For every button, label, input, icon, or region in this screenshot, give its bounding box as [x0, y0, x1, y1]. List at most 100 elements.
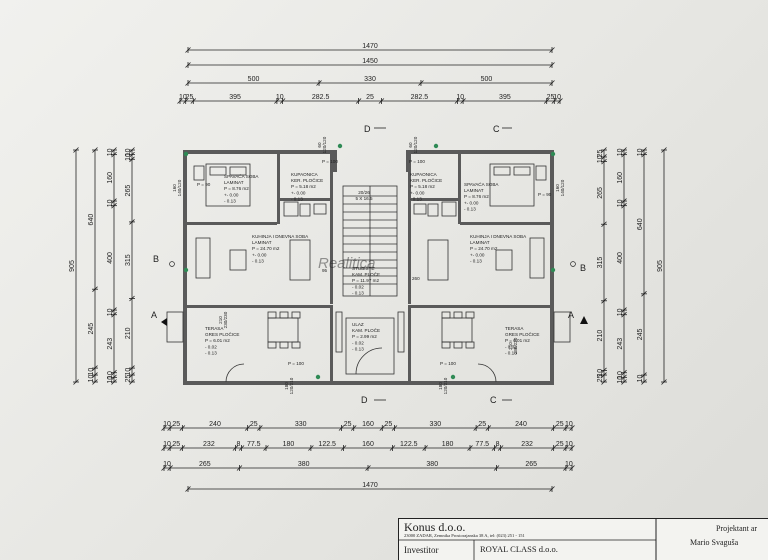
dining-table-left [267, 317, 299, 343]
right-dim-1-value: 265 [597, 187, 604, 199]
bottom-dim-1-value: 25 [478, 421, 486, 428]
terrace-right-ledge [553, 311, 571, 343]
room-bed-left-line: SPAVAĆA SOBA [224, 173, 259, 179]
entry-cabinet-left [335, 311, 343, 353]
bottom-dim-2-value: 25 [172, 441, 180, 448]
left-dim-2-value: 640 [88, 214, 95, 226]
toilet-right [427, 203, 439, 217]
plant-marker [550, 151, 556, 157]
opening-p-label: P = 100 [288, 361, 304, 366]
wall-entry-east [408, 305, 411, 385]
chair-right-top [453, 311, 463, 319]
room-bed-left-line: LAMINAT [224, 180, 244, 185]
left-dim-4-value: 10 [125, 148, 132, 156]
chair-left-top [279, 311, 289, 319]
chair-right-top [441, 311, 451, 319]
bottom-dim-1-value: 25 [344, 421, 352, 428]
door-swing-bottom-left [225, 363, 245, 383]
right-dim-1-value: 10 [597, 155, 604, 163]
room-stairs-line: P = 11.97 m2 [352, 278, 379, 283]
bottom-dim-2-value: 122.5 [318, 441, 336, 448]
left-dim-4-value: 265 [125, 185, 132, 197]
bed-left [205, 163, 251, 207]
company-name: Konus d.o.o. [404, 520, 466, 534]
room-kitchen-right-line: LAMINAT [470, 240, 490, 245]
section-a-left: A [151, 310, 157, 320]
investor-name: ROYAL CLASS d.o.o. [480, 544, 558, 554]
room-entry-line: - 0.02 [352, 340, 364, 345]
wall-bed-left-east [277, 154, 280, 224]
top-dim-4-value: 10 [553, 94, 561, 101]
wall-terrace-right-north [411, 305, 550, 308]
left-dim-3-value: 160 [107, 172, 114, 184]
left-dim-3-value: 10 [107, 148, 114, 156]
opening-bed-left: 160 [172, 184, 177, 192]
wall-bed-left-south [187, 222, 277, 225]
opening-bed-left: 140/120 [177, 179, 182, 196]
top-dim-3-value: 500 [248, 76, 260, 83]
room-bath-left-line: KER. PLOČICE [291, 177, 323, 183]
opening-terrace-left: 210 [218, 316, 223, 324]
table-left [229, 249, 247, 271]
plant-marker [450, 374, 456, 380]
room-stairs-line: STUBIŠTE [352, 265, 374, 271]
opening-p-label: P = 90 [197, 182, 211, 187]
chair-right-bottom [441, 341, 451, 349]
title-block-frame [398, 518, 768, 560]
door-bottom-right: 180 [438, 382, 443, 390]
room-stairs-line: KAM. PLOČE [352, 271, 380, 277]
opening-terrace-left: 230/230 [223, 311, 228, 328]
room-kitchen-right-line: KUHINJA I DNEVNA SOBA [470, 234, 527, 239]
wall-north-right [410, 150, 554, 154]
top-dim-4-value: 10 [276, 94, 284, 101]
room-terrace-right-line: GRES PLOČICE [505, 331, 539, 337]
wall-bath-right-south [410, 198, 460, 201]
left-dim-1-value: 905 [69, 260, 76, 272]
room-kitchen-right-line: - 0.13 [470, 258, 482, 263]
room-terrace-right-line: TERASA [505, 326, 524, 331]
pillow-left-a [209, 166, 227, 176]
right-dim-2-value: 400 [617, 252, 624, 264]
left-dim-3-value: 10 [107, 376, 114, 384]
room-bed-left-line: P = 8.76 m2 [224, 186, 249, 191]
opening-bath-left: 120/120 [322, 136, 327, 153]
kitchen-counter-left [289, 239, 311, 281]
bottom-dim-3-value: 10 [163, 461, 171, 468]
top-dim-4-value: 395 [499, 94, 511, 101]
opening-p-label: P = 100 [322, 159, 338, 164]
wall-stair-west [330, 154, 333, 304]
bottom-dim-2-value: 77.5 [247, 441, 261, 448]
section-b-right: B [580, 263, 586, 273]
room-kitchen-right-line: +- 0.00 [470, 252, 485, 257]
basin-left [313, 203, 327, 215]
room-stairs-line: - 0.02 [352, 284, 364, 289]
left-dim-2-value: 245 [88, 323, 95, 335]
right-dim-2-value: 10 [617, 199, 624, 207]
right-dim-1-value: 315 [597, 257, 604, 269]
wall-east [550, 150, 554, 385]
sofa-left [195, 237, 211, 279]
plant-marker [183, 267, 189, 273]
stair-width: 95 [322, 268, 328, 273]
top-dim-4-value: 395 [229, 94, 241, 101]
top-dim-4-value: 10 [456, 94, 464, 101]
right-dim-3-value: 245 [637, 328, 644, 340]
section-c-bottom: C [490, 395, 497, 405]
room-entry-line: - 0.13 [352, 346, 364, 351]
walls [166, 150, 571, 385]
bottom-dim-2-value: 122.5 [400, 441, 418, 448]
bottom-dim-3-value: 10 [565, 461, 573, 468]
chair-right-bottom [465, 341, 475, 349]
wall-core-nw [333, 150, 337, 172]
room-kitchen-left-line: +- 0.00 [252, 252, 267, 257]
room-kitchen-left-line: - 0.13 [252, 258, 264, 263]
right-dim-3-value: 640 [637, 218, 644, 230]
opening-bath-right: 120/120 [413, 136, 418, 153]
room-bed-right-line: P = 8.76 m2 [464, 194, 489, 199]
plant-marker [337, 143, 343, 149]
room-bed-left-line: - 0.13 [224, 198, 236, 203]
bottom-dim-3-value: 265 [525, 461, 537, 468]
right-dim-2-value: 243 [617, 338, 624, 350]
